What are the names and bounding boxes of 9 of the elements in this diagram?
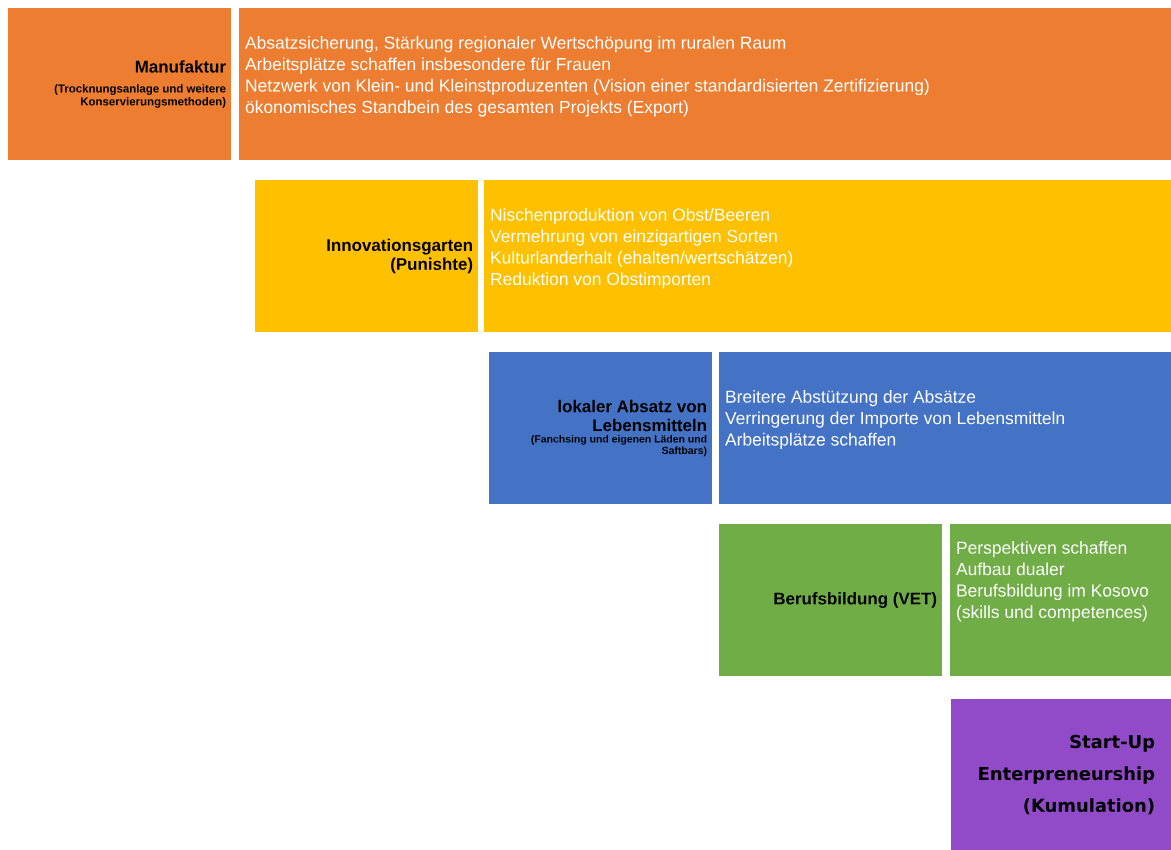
category-box: lokaler Absatz von Lebensmitteln (Fanchsing und eigenen Läden und Saftbars) (489, 352, 712, 504)
description-box: Nischenproduktion von Obst/Beeren Vermehrung von einzigartigen Sorten Kulturlanderhalt (ehalten/wertschätzen) Reduktion von Obstimporten (484, 180, 1171, 332)
category-box: Innovationsgarten (Punishte) (255, 180, 478, 332)
description-box: Perspektiven schaffen Aufbau dualer Berufsbildung im Kosovo (skills und competences) (950, 524, 1171, 676)
description-box: Breitere Abstützung der Absätze Verringerung der Importe von Lebensmitteln Arbeitsplätze schaffen (719, 352, 1171, 504)
description-box: Absatzsicherung, Stärkung regionaler Wertschöpung im ruralen Raum Arbeitsplätze schaffen insbesondere für Frauen Netzwerk von Klein- und Kleinstproduzenten (Vision einer standardisierten Zertifizierung) ökonomisches Standbein des gesamten Projekts (Export) (239, 8, 1171, 160)
category-box: Manufaktur (Trocknungsanlage und weitere Konservierungsmethoden) (8, 8, 231, 160)
category-box: Start-Up Enterpreneurship (Kumulation) (951, 699, 1171, 850)
category-box: Berufsbildung (VET) (719, 524, 942, 676)
